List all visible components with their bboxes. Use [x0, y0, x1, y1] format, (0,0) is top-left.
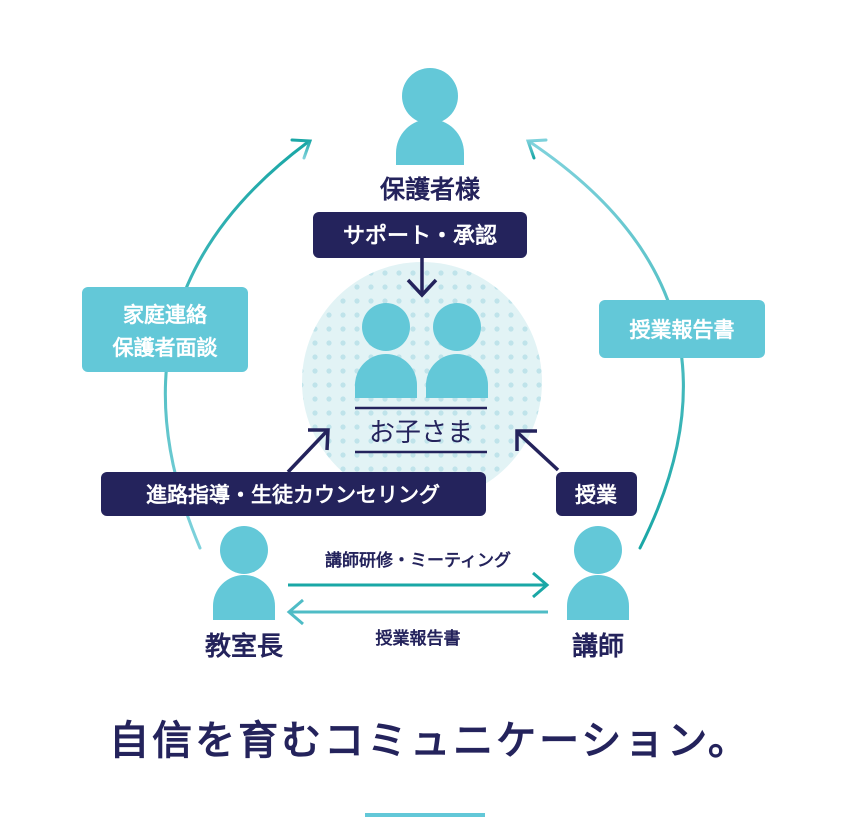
parent-person-icon [396, 68, 464, 165]
head-label: 教室長 [205, 631, 284, 662]
family-contact-line2: 保護者面談 [112, 336, 219, 360]
training-label: 講師研修・ミーティング [325, 550, 511, 571]
support-label: サポート・承認 [343, 223, 497, 249]
lesson-label: 授業 [575, 483, 618, 507]
guidance-box: 進路指導・生徒カウンセリング [101, 472, 486, 516]
tagline: 自信を育むコミュニケーション。 [109, 718, 751, 764]
child-label: お子さま [369, 418, 473, 448]
guidance-label: 進路指導・生徒カウンセリング [146, 483, 440, 507]
training-arrow [288, 571, 550, 599]
lesson-arrow [515, 429, 560, 472]
family-contact-line1: 家庭連絡 [123, 303, 208, 327]
lesson-box: 授業 [556, 472, 637, 516]
family-contact-box: 家庭連絡 保護者面談 [82, 287, 248, 372]
support-arrow [406, 258, 438, 298]
head-person-icon [213, 526, 275, 620]
report-arrow [286, 598, 548, 626]
lesson-report-label: 授業報告書 [630, 318, 735, 342]
child-circle [302, 262, 542, 502]
support-box: サポート・承認 [313, 212, 527, 258]
teacher-person-icon [567, 526, 629, 620]
lesson-report-box: 授業報告書 [599, 300, 765, 358]
guidance-arrow [286, 428, 330, 474]
teacher-label: 講師 [572, 631, 624, 662]
tagline-underline [365, 813, 485, 817]
parent-label: 保護者様 [379, 175, 481, 204]
report-label: 授業報告書 [376, 628, 461, 649]
children-icon [355, 303, 488, 398]
